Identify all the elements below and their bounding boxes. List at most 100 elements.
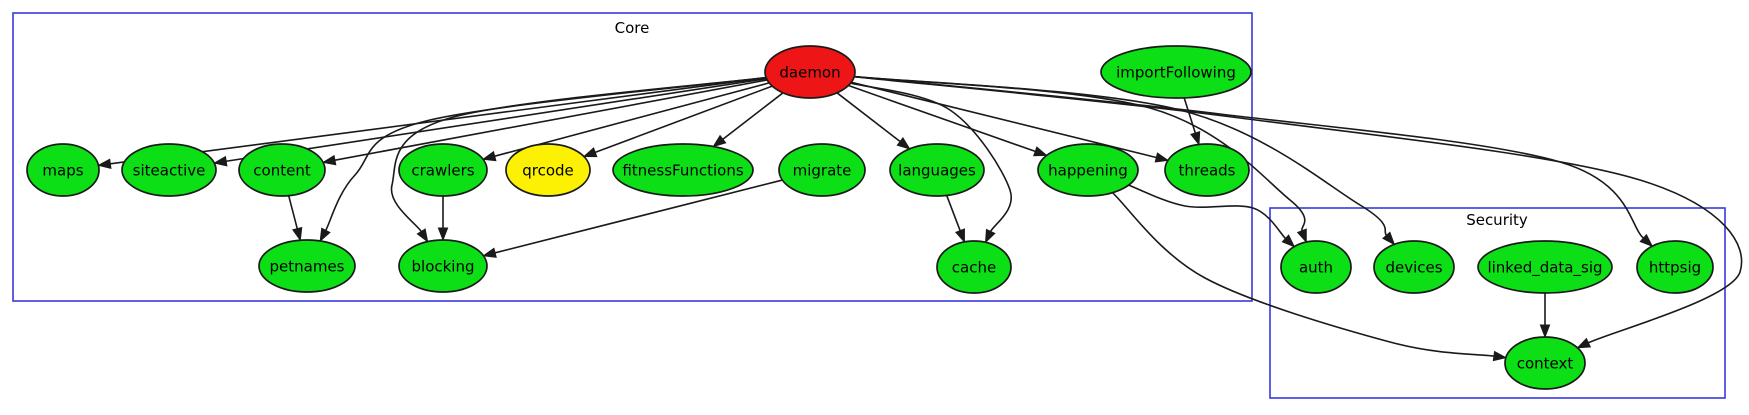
- edge-line: [287, 195, 299, 229]
- node-happening-ellipse: [1037, 143, 1139, 197]
- node-context-ellipse: [1504, 336, 1586, 390]
- arrowhead: [416, 228, 429, 243]
- edge-line: [836, 92, 901, 143]
- node-crawlers-ellipse: [398, 143, 488, 197]
- node-httpsig-label: httpsig: [1649, 258, 1701, 276]
- edge-daemon-languages: [836, 92, 911, 150]
- edge-happening-context: [1111, 192, 1508, 362]
- node-petnames: petnames: [258, 239, 356, 293]
- node-siteactive-ellipse: [121, 143, 217, 197]
- node-languages-label: languages: [898, 161, 976, 179]
- edge-daemon-devices: [854, 75, 1396, 246]
- node-daemon-ellipse: [764, 45, 856, 99]
- node-content: content: [238, 143, 326, 197]
- edge-line: [390, 76, 767, 232]
- node-content-label: content: [253, 161, 311, 179]
- arrowhead: [1576, 337, 1592, 349]
- arrowhead: [984, 228, 996, 244]
- node-threads-ellipse: [1164, 143, 1250, 197]
- arrowhead: [321, 154, 337, 166]
- cluster-core-border: [12, 12, 1253, 302]
- edge-line: [722, 92, 784, 140]
- node-petnames-label: petnames: [270, 257, 345, 275]
- edge-happening-auth: [1128, 184, 1296, 248]
- node-qrcode-label: qrcode: [522, 161, 574, 179]
- edge-line: [850, 82, 1013, 232]
- arrowhead: [482, 247, 497, 258]
- arrowhead: [291, 226, 303, 242]
- cluster-core-label: Core: [615, 19, 650, 37]
- node-siteactive-label: siteactive: [133, 161, 206, 179]
- edge-languages-cache: [945, 195, 965, 244]
- edge-line: [1183, 97, 1197, 134]
- node-blocking-ellipse: [398, 239, 488, 293]
- node-languages-ellipse: [889, 143, 985, 197]
- node-importFollowing: importFollowing: [1100, 45, 1252, 99]
- node-fitnessFunctions-label: fitnessFunctions: [622, 161, 743, 179]
- edge-daemon-qrcode: [582, 85, 773, 158]
- arrowhead: [1190, 130, 1201, 146]
- edge-importFollowing-threads: [1183, 97, 1201, 146]
- arrowhead: [896, 137, 911, 150]
- edge-line: [1128, 184, 1287, 240]
- edge-line: [848, 84, 1036, 153]
- node-happening-label: happening: [1048, 161, 1128, 179]
- arrowhead: [1382, 231, 1396, 246]
- edge-line: [945, 195, 961, 231]
- edge-line: [494, 179, 783, 254]
- node-crawlers: crawlers: [398, 143, 488, 197]
- arrowhead: [212, 155, 228, 167]
- cluster-security: Security: [1269, 207, 1726, 399]
- edge-line: [226, 77, 767, 163]
- node-context-label: context: [1517, 354, 1574, 372]
- node-cache-ellipse: [936, 240, 1012, 294]
- node-linked_data_sig: linked_data_sig: [1477, 240, 1613, 294]
- arrowhead: [319, 227, 331, 243]
- node-fitnessFunctions-ellipse: [612, 143, 754, 197]
- edge-daemon-blocking: [390, 76, 767, 243]
- edge-line: [334, 79, 768, 161]
- node-auth: auth: [1280, 240, 1352, 294]
- node-crawlers-label: crawlers: [411, 161, 474, 179]
- node-httpsig: httpsig: [1636, 240, 1714, 294]
- edge-content-petnames: [287, 195, 303, 242]
- node-blocking: blocking: [398, 239, 488, 293]
- node-importFollowing-label: importFollowing: [1116, 63, 1236, 81]
- cluster-security-label: Security: [1466, 211, 1528, 229]
- node-blocking-label: blocking: [412, 257, 475, 275]
- node-devices-label: devices: [1385, 258, 1442, 276]
- edge-crawlers-blocking: [437, 196, 449, 242]
- node-happening: happening: [1037, 143, 1139, 197]
- cluster-core: Core: [12, 12, 1253, 302]
- arrowhead: [712, 134, 727, 148]
- edge-daemon-maps: [97, 76, 767, 170]
- node-migrate-ellipse: [778, 143, 866, 197]
- edge-line: [110, 76, 767, 165]
- node-threads: threads: [1164, 143, 1250, 197]
- node-devices: devices: [1373, 240, 1455, 294]
- arrowhead: [1492, 350, 1508, 362]
- edge-daemon-context: [854, 75, 1743, 349]
- edge-line: [1111, 192, 1495, 357]
- node-linked_data_sig-label: linked_data_sig: [1487, 258, 1602, 277]
- edge-daemon-siteactive: [212, 77, 767, 167]
- node-devices-ellipse: [1373, 240, 1455, 294]
- arrowhead: [1281, 234, 1296, 248]
- arrowhead: [437, 227, 449, 242]
- node-context: context: [1504, 336, 1586, 390]
- arrowhead: [1033, 146, 1048, 157]
- node-siteactive: siteactive: [121, 143, 217, 197]
- node-maps: maps: [26, 143, 100, 197]
- edge-migrate-blocking: [482, 179, 783, 258]
- node-httpsig-ellipse: [1636, 240, 1714, 294]
- node-cache-label: cache: [952, 258, 996, 276]
- arrowhead: [1154, 152, 1170, 163]
- arrowhead: [1296, 228, 1307, 244]
- node-importFollowing-ellipse: [1100, 45, 1252, 99]
- edge-daemon-happening: [848, 84, 1048, 157]
- node-daemon-label: daemon: [779, 63, 840, 81]
- node-maps-label: maps: [42, 161, 83, 179]
- node-content-ellipse: [238, 143, 326, 197]
